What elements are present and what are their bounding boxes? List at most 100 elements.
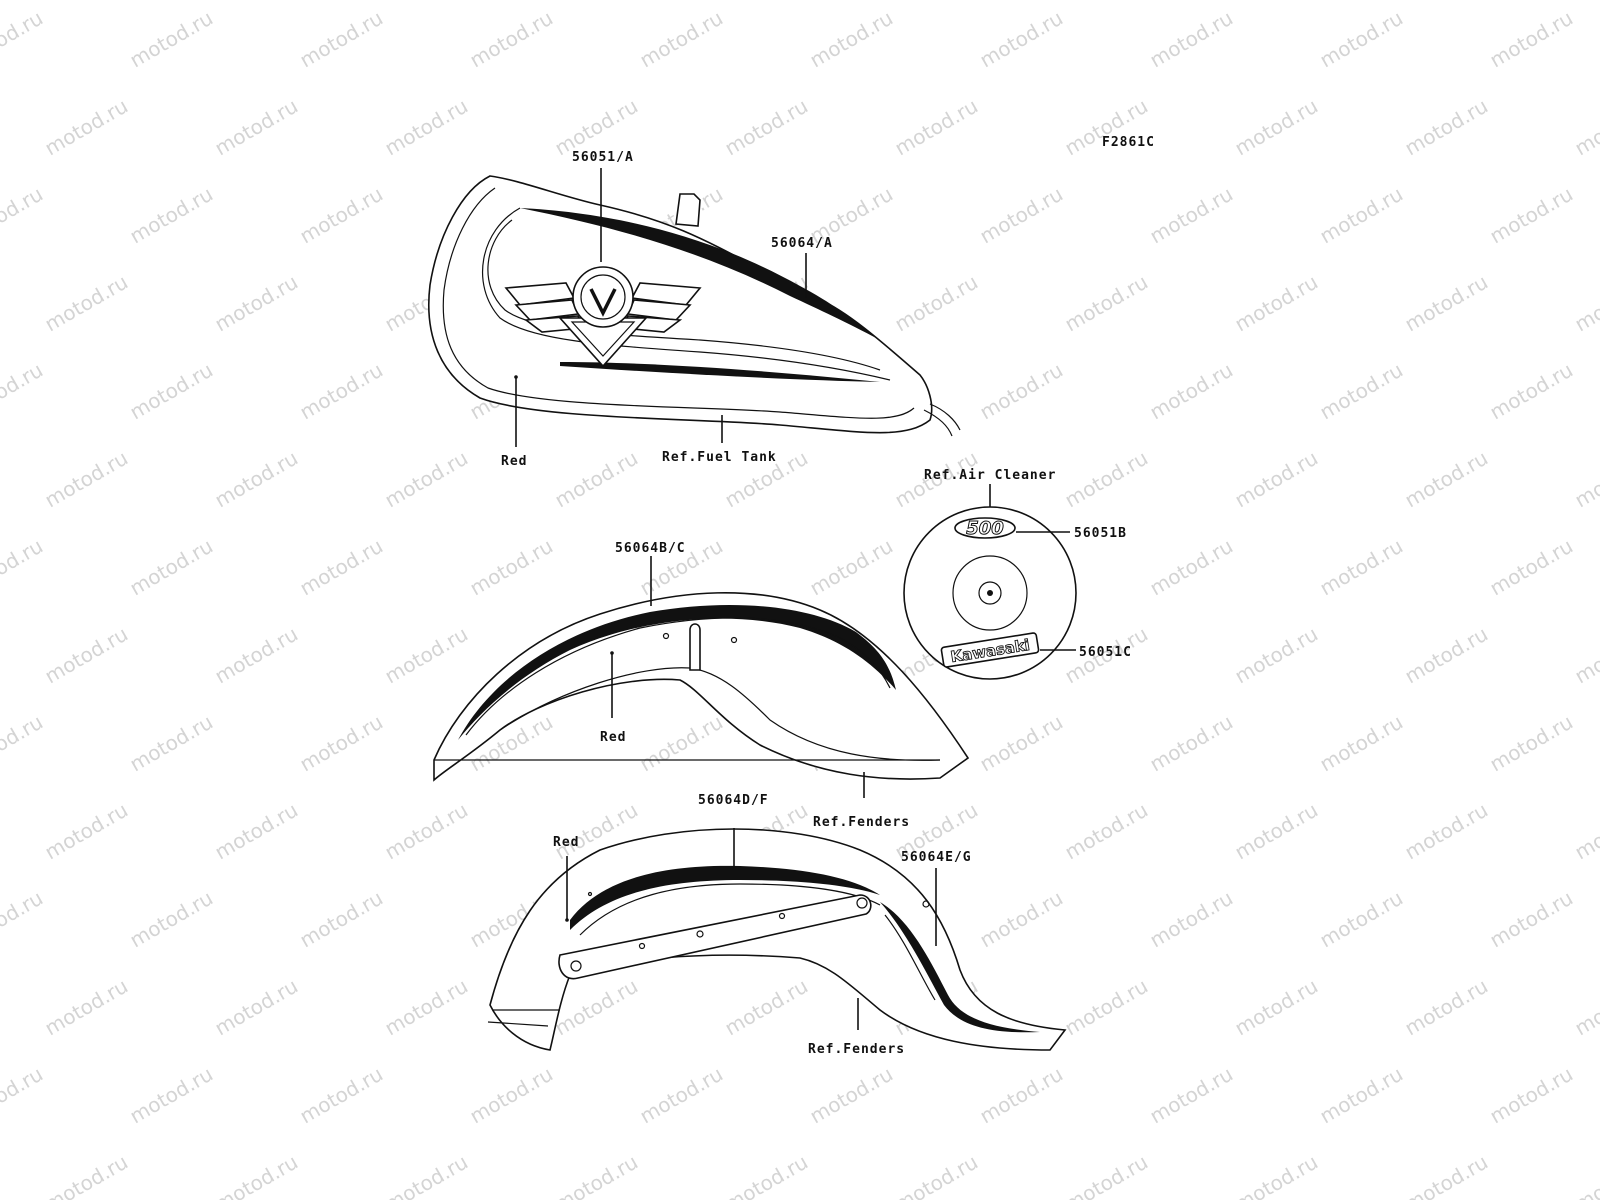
watermark-text: motod.ru: [0, 1062, 47, 1129]
watermark-text: motod.ru: [41, 270, 132, 337]
label-ref-fuel-tank: Ref.Fuel Tank: [662, 450, 777, 465]
watermark-text: motod.ru: [1231, 974, 1322, 1041]
watermark-text: motod.ru: [1401, 446, 1492, 513]
label-front-fender-red: Red: [600, 730, 626, 745]
watermark-text: motod.ru: [126, 886, 217, 953]
watermark-text: motod.ru: [381, 446, 472, 513]
watermark-text: motod.ru: [296, 886, 387, 953]
label-air-cleaner-500: 56051B: [1074, 526, 1127, 541]
label-ref-fenders-rear: Ref.Fenders: [808, 1042, 905, 1057]
watermark-text: motod.ru: [41, 1150, 132, 1200]
watermark-text: motod.ru: [1146, 182, 1237, 249]
watermark-text: motod.ru: [1061, 974, 1152, 1041]
watermark-text: motod.ru: [806, 6, 897, 73]
watermark-text: motod.ru: [466, 534, 557, 601]
watermark-text: motod.ru: [1061, 446, 1152, 513]
watermark-text: motod.ru: [211, 94, 302, 161]
watermark-text: motod.ru: [1316, 534, 1407, 601]
watermark-text: motod.ru: [1401, 94, 1492, 161]
watermark-text: motod.ru: [381, 974, 472, 1041]
watermark-text: motod.ru: [466, 6, 557, 73]
watermark-text: motod.ru: [211, 446, 302, 513]
watermark-text: motod.ru: [41, 622, 132, 689]
watermark-text: motod.ru: [466, 1062, 557, 1129]
watermark-text: motod.ru: [551, 446, 642, 513]
watermark-text: motod.ru: [551, 1150, 642, 1200]
air-cleaner: Ref.Air Cleaner 500 56051B Kawasaki 5605…: [904, 468, 1132, 679]
emblem-badge-outer: [573, 267, 633, 327]
watermark-text: motod.ru: [126, 182, 217, 249]
watermark-text: motod.ru: [1571, 622, 1600, 689]
watermark-text: motod.ru: [0, 886, 47, 953]
watermark-text: motod.ru: [1316, 1062, 1407, 1129]
watermark-text: motod.ru: [1146, 358, 1237, 425]
watermark-text: motod.ru: [1146, 1062, 1237, 1129]
label-tank-emblem: 56051/A: [572, 150, 634, 165]
watermark-text: motod.ru: [126, 358, 217, 425]
watermark-text: motod.ru: [976, 358, 1067, 425]
decal-500-text: 500: [966, 518, 1004, 539]
watermark-text: motod.ru: [1486, 1062, 1577, 1129]
watermark-text: motod.ru: [1316, 886, 1407, 953]
watermark-text: motod.ru: [1401, 798, 1492, 865]
watermark-text: motod.ru: [1571, 446, 1600, 513]
watermark-text: motod.ru: [1316, 358, 1407, 425]
label-tank-red: Red: [501, 454, 527, 469]
watermark-text: motod.ru: [296, 182, 387, 249]
label-rear-fender-stripe-side: 56064E/G: [901, 850, 972, 865]
watermark-text: motod.ru: [636, 6, 727, 73]
watermark-text: motod.ru: [0, 6, 47, 73]
watermark-text: motod.ru: [126, 534, 217, 601]
watermark-text: motod.ru: [976, 182, 1067, 249]
watermark-text: motod.ru: [1316, 710, 1407, 777]
watermark-text: motod.ru: [0, 358, 47, 425]
watermark-text: motod.ru: [1571, 94, 1600, 161]
watermark-text: motod.ru: [1401, 974, 1492, 1041]
watermark-text: motod.ru: [1486, 534, 1577, 601]
figure-code: F2861C: [1102, 135, 1155, 150]
watermark-text: motod.ru: [1146, 710, 1237, 777]
label-ref-air-cleaner: Ref.Air Cleaner: [924, 468, 1056, 483]
watermark-text: motod.ru: [721, 974, 812, 1041]
watermark-text: motod.ru: [1146, 886, 1237, 953]
watermark-text: motod.ru: [381, 94, 472, 161]
watermark-text: motod.ru: [721, 94, 812, 161]
watermark-text: motod.ru: [126, 6, 217, 73]
watermark-text: motod.ru: [211, 798, 302, 865]
watermark-text: motod.ru: [211, 974, 302, 1041]
watermark-text: motod.ru: [296, 1062, 387, 1129]
watermark-text: motod.ru: [891, 1150, 982, 1200]
watermark-text: motod.ru: [381, 798, 472, 865]
watermark-text: motod.ru: [1571, 974, 1600, 1041]
label-front-fender-stripe: 56064B/C: [615, 541, 686, 556]
watermark-text: motod.ru: [41, 446, 132, 513]
tank-filler-cap: [676, 194, 700, 226]
watermark-text: motod.ru: [806, 534, 897, 601]
label-ref-fenders-front: Ref.Fenders: [813, 815, 910, 830]
watermark-text: motod.ru: [1571, 1150, 1600, 1200]
watermark-text: motod.ru: [1486, 6, 1577, 73]
watermark-text: motod.ru: [636, 1062, 727, 1129]
watermark-text: motod.ru: [976, 1062, 1067, 1129]
watermark-text: motod.ru: [1486, 710, 1577, 777]
label-rear-fender-red: Red: [553, 835, 579, 850]
label-rear-fender-stripe-top: 56064D/F: [698, 793, 769, 808]
label-tank-stripe: 56064/A: [771, 236, 833, 251]
watermark-text: motod.ru: [296, 6, 387, 73]
watermark-text: motod.ru: [41, 798, 132, 865]
watermark-text: motod.ru: [1231, 1150, 1322, 1200]
watermark-text: motod.ru: [1061, 1150, 1152, 1200]
watermark-text: motod.ru: [381, 1150, 472, 1200]
label-air-cleaner-kawasaki: 56051C: [1079, 645, 1132, 660]
watermark-text: motod.ru: [1571, 270, 1600, 337]
watermark-text: motod.ru: [891, 94, 982, 161]
watermark-text: motod.ru: [0, 710, 47, 777]
watermark-text: motod.ru: [1146, 6, 1237, 73]
watermark-text: motod.ru: [1061, 270, 1152, 337]
watermark-text: motod.ru: [211, 1150, 302, 1200]
watermark-text: motod.ru: [806, 1062, 897, 1129]
watermark-text: motod.ru: [1231, 94, 1322, 161]
watermark-text: motod.ru: [41, 94, 132, 161]
watermark-text: motod.ru: [1486, 358, 1577, 425]
